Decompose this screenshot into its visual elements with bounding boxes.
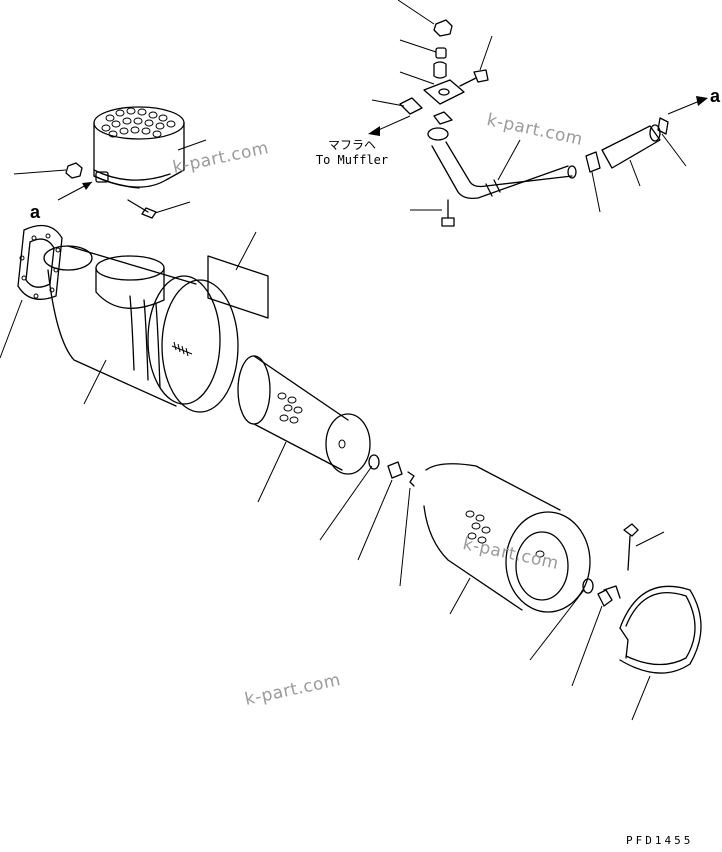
to-muffler-callout: マフラヘ To Muffler [304,138,400,168]
band-clamp [619,523,702,721]
secondary-element [423,463,591,615]
reference-label-a-left: a [30,202,41,222]
precleaner-cap [13,106,207,219]
exhaust-pipe-assembly [368,0,708,227]
drawing-code: PFD1455 [626,834,694,847]
wing-nut-washer [529,578,621,687]
primary-element [237,355,371,503]
small-parts [319,454,415,587]
to-muffler-en-text: To Muffler [315,153,389,167]
air-cleaner-body [0,224,269,413]
to-muffler-jp-text: マフラヘ [327,138,376,152]
reference-label-a-right: a [710,86,721,106]
